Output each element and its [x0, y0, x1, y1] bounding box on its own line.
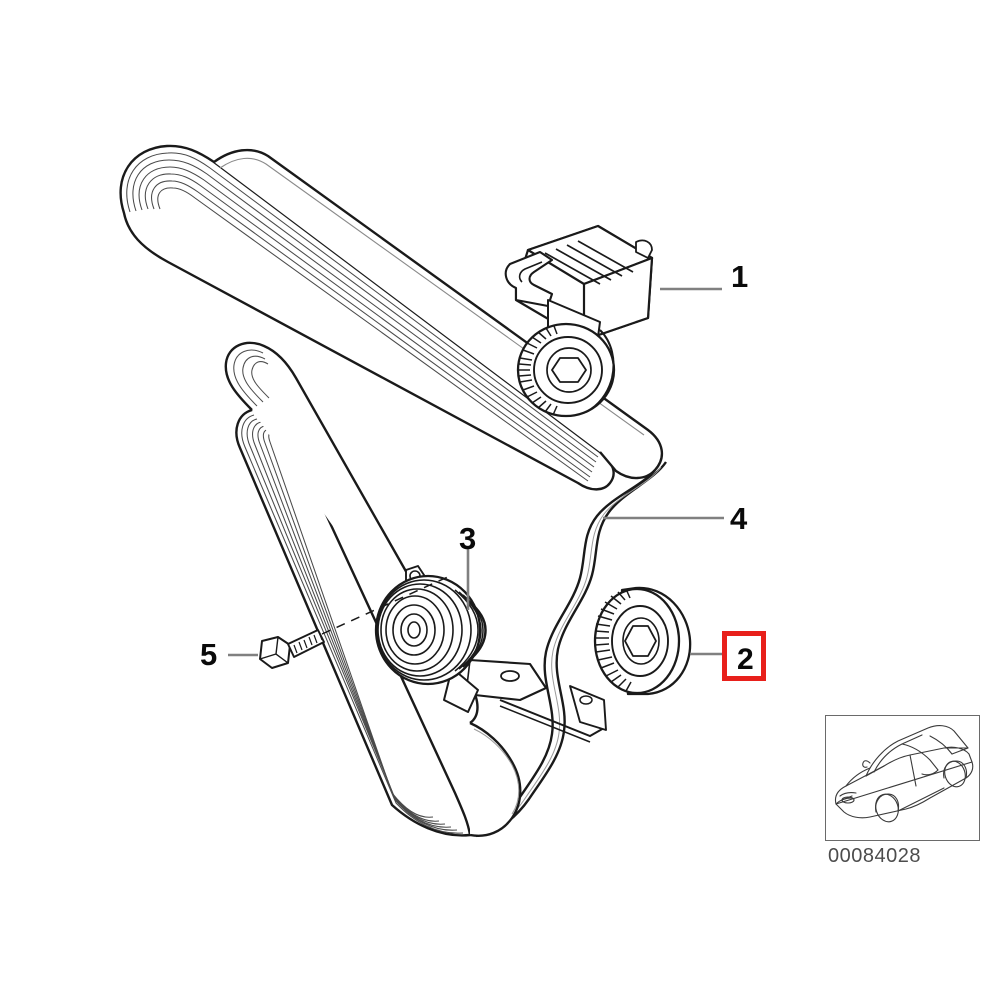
callout-label-4[interactable]: 4	[730, 501, 748, 536]
callout-leader-lines	[228, 287, 724, 657]
part-hex-bolt	[259, 574, 453, 669]
part-belt-tensioner-assembly	[504, 224, 654, 418]
callout-label-1[interactable]: 1	[731, 259, 749, 294]
callout-label-2: 2	[737, 643, 754, 676]
vehicle-outline-icon	[834, 725, 974, 823]
part-deflection-idler-pulley	[593, 586, 692, 696]
inset-caption: 00084028	[828, 845, 921, 867]
callout-label-3[interactable]: 3	[459, 521, 477, 556]
callout-highlight-box-2[interactable]: 2	[722, 631, 766, 681]
vehicle-inset-box	[825, 715, 980, 841]
tensioner-pulley	[516, 322, 616, 418]
part-ribbed-pulley-bracket	[374, 565, 607, 743]
ribbed-pulley-grooves	[374, 574, 487, 686]
belt-upper-ribbed-face	[119, 144, 615, 491]
callout-label-5[interactable]: 5	[200, 637, 218, 672]
belt-lower-right-return	[469, 721, 522, 837]
